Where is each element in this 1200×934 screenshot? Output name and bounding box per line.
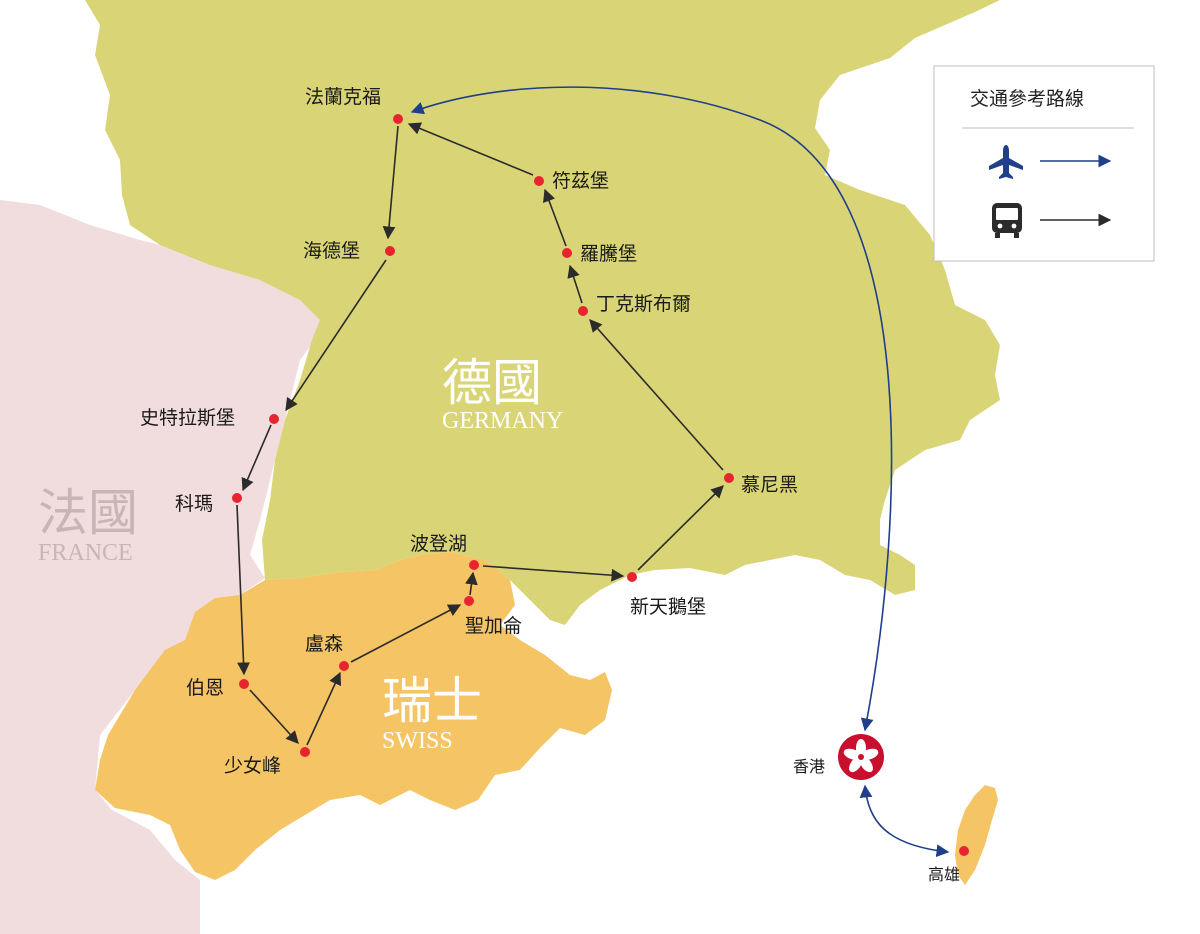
city-dot-kaohsiung [959, 846, 969, 856]
route-colmar-bern [236, 504, 250, 676]
france-region [0, 200, 330, 934]
city-dot-munich [724, 473, 734, 483]
flight-hongkong-kaohsiung [859, 784, 950, 858]
legend: 交通參考路線 [933, 65, 1155, 262]
city-dot-bern [239, 679, 249, 689]
taiwan-island [955, 785, 998, 885]
city-dot-heidelberg [385, 246, 395, 256]
city-dot-lake-constance [469, 560, 479, 570]
city-dots [232, 114, 969, 856]
city-dot-frankfurt [393, 114, 403, 124]
city-label-munich: 慕尼黑 [741, 474, 798, 496]
germany-label-zh: 德國 [442, 354, 542, 412]
city-label-strasbourg: 史特拉斯堡 [140, 407, 235, 429]
city-label-frankfurt: 法蘭克福 [305, 86, 381, 108]
city-label-st-gallen: 聖加侖 [465, 615, 522, 637]
city-label-kaohsiung: 高雄 [928, 865, 960, 884]
city-label-dinkelsbuhl: 丁克斯布爾 [596, 293, 691, 315]
city-dot-lucerne [339, 661, 349, 671]
swiss-label-zh: 瑞士 [382, 672, 482, 730]
city-label-hong-kong: 香港 [793, 757, 825, 776]
hong-kong-flag-icon [838, 734, 884, 780]
city-label-jungfrau: 少女峰 [224, 755, 281, 777]
route-frankfurt-heidelberg [382, 125, 399, 240]
flight-route [410, 86, 950, 858]
france-label-en: FRANCE [38, 540, 133, 566]
route-jungfrau-lucerne [306, 671, 342, 746]
city-label-rothenburg: 羅騰堡 [580, 243, 637, 265]
city-dot-neuschwanstein [627, 572, 637, 582]
city-label-lake-constance: 波登湖 [410, 533, 467, 555]
flight-hongkong-frankfurt [410, 86, 893, 732]
bus-icon [992, 203, 1022, 238]
city-dot-strasbourg [269, 414, 279, 424]
legend-title: 交通參考路線 [970, 88, 1084, 110]
airplane-icon [989, 145, 1023, 179]
swiss-label-en: SWISS [382, 728, 453, 754]
city-dot-st-gallen [464, 596, 474, 606]
city-label-lucerne: 盧森 [305, 633, 343, 655]
city-label-colmar: 科瑪 [175, 493, 213, 515]
city-label-heidelberg: 海德堡 [303, 240, 360, 262]
germany-label-en: GERMANY [442, 408, 563, 434]
city-label-bern: 伯恩 [186, 677, 224, 699]
city-label-neuschwanstein: 新天鵝堡 [630, 596, 706, 618]
france-label-zh: 法國 [38, 484, 138, 542]
city-dot-wurzburg [534, 176, 544, 186]
city-dot-rothenburg [562, 248, 572, 258]
city-dot-dinkelsbuhl [578, 306, 588, 316]
city-dot-jungfrau [300, 747, 310, 757]
route-bern-jungfrau [249, 689, 299, 744]
city-dot-colmar [232, 493, 242, 503]
route-strasbourg-colmar [241, 424, 272, 492]
route-heidelberg-strasbourg [285, 259, 387, 412]
legend-box [933, 65, 1155, 262]
city-label-wurzburg: 符茲堡 [552, 170, 609, 192]
